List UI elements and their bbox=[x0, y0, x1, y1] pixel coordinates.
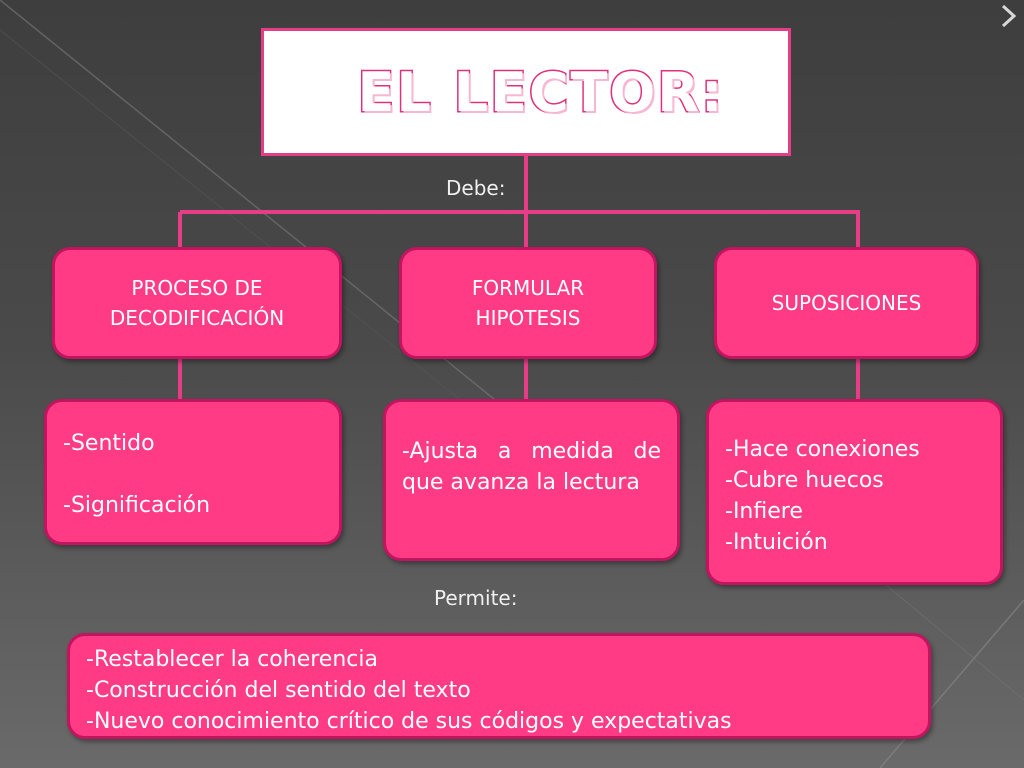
detail-item: -Significación bbox=[63, 493, 211, 518]
detail-box-decodificacion: -Sentido -Significación bbox=[44, 399, 342, 545]
branch-box-suposiciones: SUPOSICIONES bbox=[714, 247, 979, 359]
label-debe: Debe: bbox=[446, 176, 506, 200]
branch-heading-line: FORMULAR bbox=[471, 276, 585, 300]
result-item: -Construcción del sentido del texto bbox=[86, 678, 471, 703]
detail-box-suposiciones: -Hace conexiones -Cubre huecos -Infiere … bbox=[706, 399, 1003, 585]
result-item: -Restablecer la coherencia bbox=[86, 647, 378, 672]
diagram-title: EL LECTOR: bbox=[356, 59, 725, 125]
branch-heading-line: PROCESO DE bbox=[131, 276, 263, 300]
title-box: EL LECTOR: bbox=[261, 28, 791, 156]
detail-item: -Sentido bbox=[63, 431, 155, 456]
branch-heading-line: SUPOSICIONES bbox=[771, 291, 922, 315]
branch-heading-line: HIPOTESIS bbox=[475, 306, 581, 330]
detail-item: -Infiere bbox=[725, 499, 803, 524]
detail-text: -Ajusta a medida de que avanza la lectur… bbox=[402, 439, 661, 495]
detail-item: -Intuición bbox=[725, 530, 828, 555]
detail-box-hipotesis: -Ajusta a medida de que avanza la lectur… bbox=[383, 399, 680, 561]
result-item: -Nuevo conocimiento crítico de sus códig… bbox=[86, 709, 732, 734]
label-permite: Permite: bbox=[434, 586, 518, 610]
branch-heading-line: DECODIFICACIÓN bbox=[109, 306, 285, 330]
detail-item: -Hace conexiones bbox=[725, 437, 920, 462]
result-box: -Restablecer la coherencia -Construcción… bbox=[67, 633, 931, 739]
branch-box-hipotesis: FORMULAR HIPOTESIS bbox=[399, 247, 657, 359]
branch-box-decodificacion: PROCESO DE DECODIFICACIÓN bbox=[52, 247, 342, 359]
detail-item: -Cubre huecos bbox=[725, 468, 884, 493]
